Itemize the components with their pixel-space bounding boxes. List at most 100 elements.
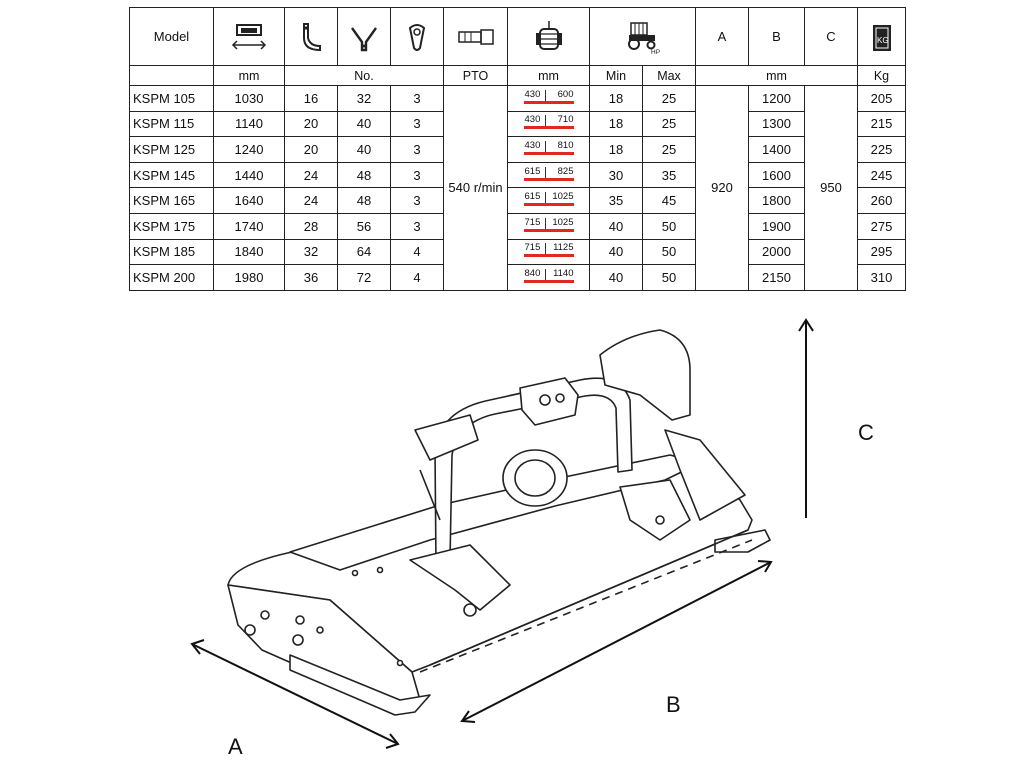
hammer-count-cell: 28	[284, 212, 338, 240]
unit-min: Min	[589, 65, 643, 86]
hp-min-cell: 18	[589, 110, 643, 138]
hammer-count-cell: 20	[284, 136, 338, 163]
belt-count-cell: 3	[390, 212, 444, 240]
hitch-range-cell: 715 1025	[507, 212, 590, 240]
dimension-b-label: B	[666, 692, 681, 717]
range-bar	[523, 228, 574, 232]
header-a: A	[695, 7, 749, 66]
range-bar	[523, 126, 574, 130]
range-separator	[544, 243, 546, 255]
tractor-hp-text: HP	[651, 49, 660, 55]
belt-count-cell: 4	[390, 264, 444, 291]
hitch-range: 715 1125	[523, 242, 574, 258]
model-cell: KSPM 105	[129, 85, 214, 112]
spec-table: Model	[129, 7, 906, 291]
range-separator	[544, 268, 546, 280]
range-bar	[523, 203, 574, 207]
hp-max-cell: 50	[642, 212, 696, 240]
model-cell: KSPM 115	[129, 110, 214, 138]
weight-cell: 215	[857, 110, 906, 138]
pto-cell: 540 r/min	[443, 85, 508, 291]
weight-cell: 275	[857, 212, 906, 240]
y-blade-icon	[351, 26, 377, 51]
range-separator	[544, 166, 546, 178]
dimension-b-cell: 1400	[748, 136, 805, 163]
range-separator	[544, 89, 546, 101]
belt-icon	[408, 23, 426, 51]
range-bar	[523, 279, 574, 283]
range-max: 1025	[552, 216, 574, 228]
blade-count-cell: 40	[337, 136, 391, 163]
unit-count: No.	[284, 65, 444, 86]
width-cell: 1640	[213, 187, 285, 214]
width-cell: 1440	[213, 161, 285, 189]
hp-min-cell: 18	[589, 85, 643, 112]
dimension-b-cell: 1800	[748, 187, 805, 214]
dimension-b-cell: 1900	[748, 212, 805, 240]
model-cell: KSPM 185	[129, 238, 214, 266]
range-max: 1125	[553, 242, 574, 254]
unit-dims: mm	[695, 65, 858, 86]
range-max: 600	[557, 88, 574, 100]
width-cell: 1980	[213, 264, 285, 291]
range-separator	[544, 140, 546, 152]
hammer-count-cell: 20	[284, 110, 338, 138]
hp-max-cell: 50	[642, 238, 696, 266]
hitch-range-cell: 715 1125	[507, 238, 590, 266]
hp-min-cell: 35	[589, 187, 643, 214]
mulcher-skid-right	[714, 529, 771, 553]
blade-count-cell: 64	[337, 238, 391, 266]
dimension-a-cell: 920	[695, 85, 749, 291]
range-min: 715	[524, 242, 541, 254]
belt-count-cell: 4	[390, 238, 444, 266]
range-separator	[544, 115, 546, 127]
dimension-b-line	[461, 561, 772, 722]
header-model: Model	[129, 7, 214, 66]
width-cell: 1840	[213, 238, 285, 266]
range-max: 825	[557, 165, 574, 177]
belt-count-cell: 3	[390, 85, 444, 112]
pto-shaft-icon	[457, 28, 494, 45]
weight-cell: 225	[857, 136, 906, 163]
range-min: 430	[524, 139, 541, 151]
unit-row: mm No. PTO mm Min Max mm Kg	[129, 65, 906, 86]
blade-count-cell: 32	[337, 85, 391, 112]
unit-width: mm	[213, 65, 285, 86]
hp-min-cell: 18	[589, 136, 643, 163]
mulcher-skid-left	[289, 654, 431, 716]
header-b: B	[748, 7, 805, 66]
range-min: 715	[524, 216, 541, 228]
belt-count-cell: 3	[390, 187, 444, 214]
dimension-c-cell: 950	[804, 85, 858, 291]
weight-cell: 205	[857, 85, 906, 112]
weight-cell: 260	[857, 187, 906, 214]
dimension-b-cell: 1200	[748, 85, 805, 112]
hp-min-cell: 40	[589, 264, 643, 291]
mulcher-drawing	[190, 318, 814, 749]
model-cell: KSPM 175	[129, 212, 214, 240]
width-cell: 1240	[213, 136, 285, 163]
working-width-icon	[231, 23, 267, 50]
weight-kg-icon: KG	[872, 24, 891, 51]
model-cell: KSPM 125	[129, 136, 214, 163]
range-min: 430	[524, 114, 541, 126]
blade-count-cell: 48	[337, 161, 391, 189]
blade-count-cell: 72	[337, 264, 391, 291]
tractor-hitch-icon	[535, 20, 562, 50]
dimension-a-label: A	[228, 734, 243, 759]
